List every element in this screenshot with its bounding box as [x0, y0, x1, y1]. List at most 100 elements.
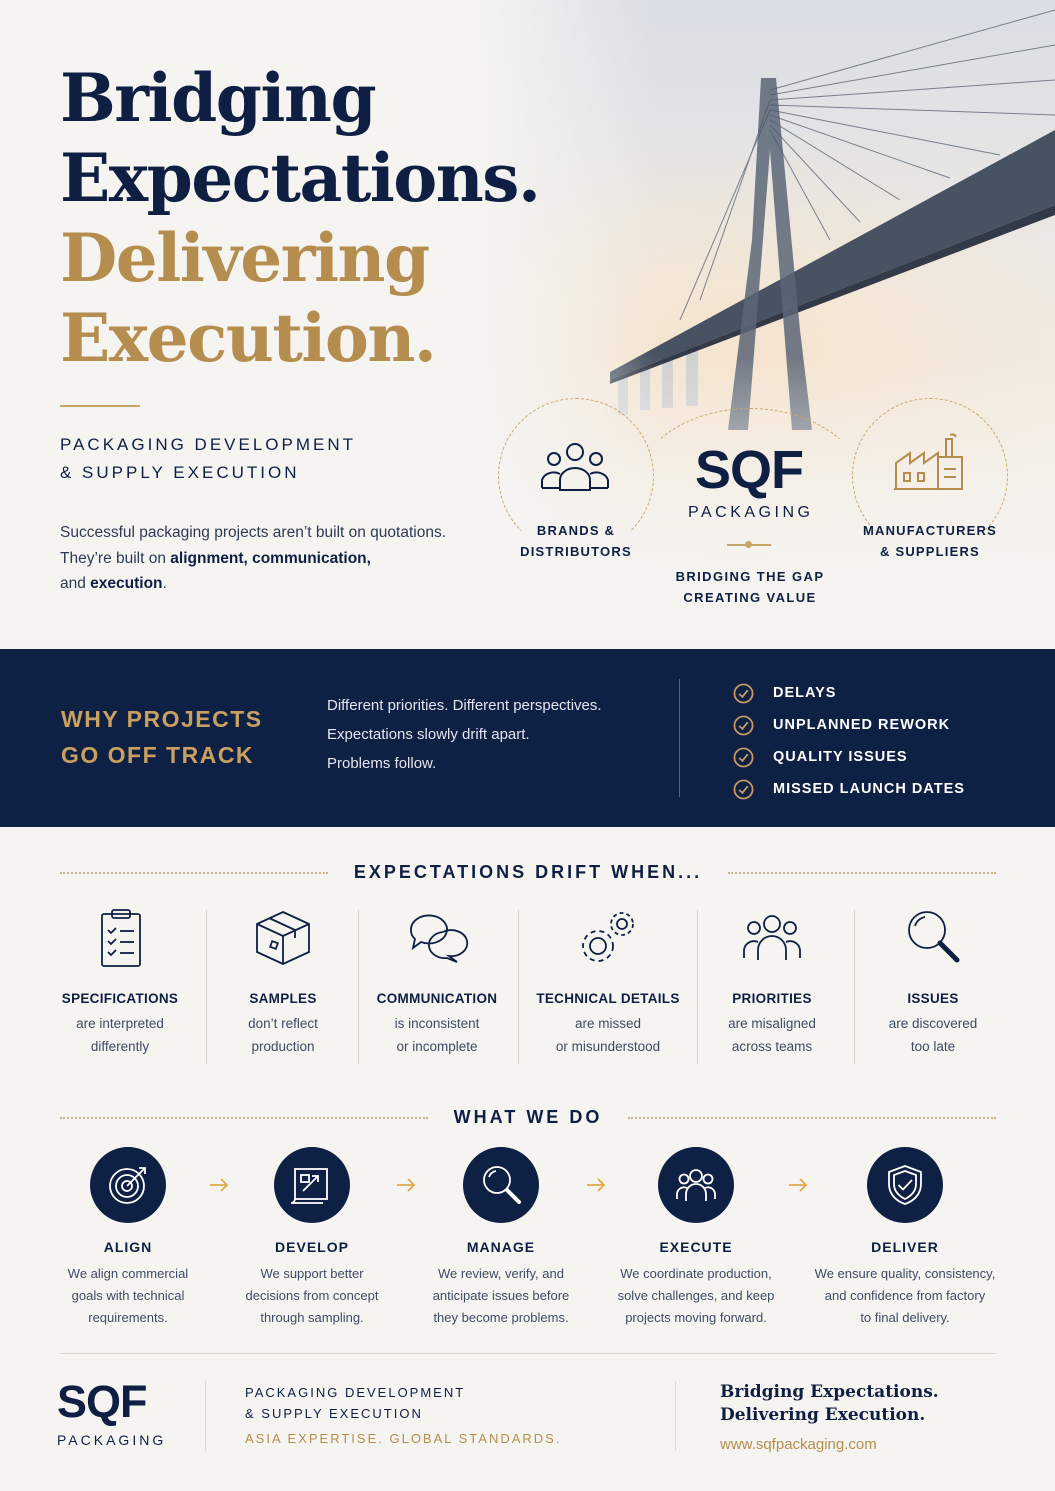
arrow-right-icon [397, 1178, 416, 1192]
bridge-arc [630, 408, 870, 588]
step-desc-line: solve challenges, and keep [617, 1288, 775, 1303]
drift-desc-line: is inconsistent [394, 1016, 480, 1031]
tagline-line-1: BRIDGING THE GAP [675, 569, 825, 584]
list-item: DELAYS [733, 677, 965, 709]
step-desc-line: through sampling. [260, 1310, 364, 1325]
drift-desc-line: are misaligned [728, 1016, 816, 1031]
brands-line-2: DISTRIBUTORS [520, 544, 632, 559]
manufacturers-line-1: MANUFACTURERS [862, 523, 998, 538]
headline: Bridging Expectations. Delivering Execut… [60, 58, 541, 378]
band-text-line-3: Problems follow. [327, 755, 437, 772]
drift-title: ISSUES [907, 991, 959, 1006]
check-circle-icon [733, 715, 754, 735]
consequence-label: UNPLANNED REWORK [773, 717, 951, 733]
section-title: EXPECTATIONS DRIFT WHEN... [353, 862, 703, 882]
band-title-line-2: GO OFF TRACK [61, 742, 255, 768]
drift-desc-line: too late [910, 1039, 956, 1054]
logo-mark: SQF [694, 440, 804, 500]
step-desc-line: they become problems. [433, 1310, 569, 1325]
shield-check-icon [888, 1165, 922, 1205]
intro-bold-1: alignment, communication, [170, 549, 371, 567]
magnifier-icon [483, 1166, 521, 1204]
step-desc-line: requirements. [88, 1310, 168, 1325]
gold-divider [60, 405, 140, 407]
people-icon [743, 915, 801, 960]
drift-desc-line: are discovered [888, 1016, 978, 1031]
step-desc-line: We coordinate production, [620, 1266, 772, 1281]
headline-line-3: Delivering [60, 219, 430, 297]
step-circle [90, 1147, 166, 1223]
dotted-rule [60, 871, 328, 874]
bridge-tagline: BRIDGING THE GAP CREATING VALUE [650, 566, 850, 608]
consequence-label: QUALITY ISSUES [773, 749, 908, 765]
step-desc-line: and confidence from factory [824, 1288, 986, 1303]
step-desc-line: anticipate issues before [432, 1288, 570, 1303]
step-deliver: DELIVER We ensure quality, consistency,a… [806, 1147, 1004, 1329]
consequence-label: MISSED LAUNCH DATES [773, 781, 965, 797]
step-circle [463, 1147, 539, 1223]
drift-desc-line: are interpreted [76, 1016, 164, 1031]
list-item: QUALITY ISSUES [733, 741, 965, 773]
intro-text-3: and [60, 575, 91, 592]
drift-title: PRIORITIES [732, 991, 812, 1006]
step-desc-line: decisions from concept [245, 1288, 379, 1303]
intro-text-1: Successful packaging projects aren’t bui… [60, 524, 447, 541]
step-circle [658, 1147, 734, 1223]
step-desc-line: to final delivery. [860, 1310, 950, 1325]
arrow-right-icon [210, 1178, 229, 1192]
drift-desc-line: differently [90, 1039, 150, 1054]
sqf-logo: SQF PACKAGING [688, 440, 810, 522]
step-desc: We coordinate production, solve challenge… [608, 1263, 784, 1329]
logo-sub: PACKAGING [688, 504, 814, 521]
tagline-line-2: CREATING VALUE [683, 590, 817, 605]
website-link[interactable]: www.sqfpackaging.com [720, 1436, 877, 1453]
footer-logo-mark: SQF [57, 1376, 148, 1427]
consequence-label: DELAYS [773, 685, 837, 701]
step-title: MANAGE [466, 1239, 536, 1255]
section-title: WHAT WE DO [453, 1107, 603, 1127]
chat-bubbles-icon [410, 914, 469, 963]
column-divider [854, 910, 855, 1064]
band-title-line-1: WHY PROJECTS [61, 706, 263, 732]
drift-heading: EXPECTATIONS DRIFT WHEN... [60, 862, 996, 883]
box-icon [256, 911, 310, 965]
manufacturers-suppliers-label: MANUFACTURERS & SUPPLIERS [850, 520, 1010, 562]
column-divider [518, 910, 519, 1064]
arrow-right-icon [587, 1178, 606, 1192]
drift-title: COMMUNICATION [376, 991, 498, 1006]
step-desc-line: goals with technical [71, 1288, 185, 1303]
list-item: MISSED LAUNCH DATES [733, 773, 965, 805]
headline-line-4: Execution. [60, 299, 437, 377]
step-title: EXECUTE [659, 1239, 733, 1255]
step-desc-line: We support better [260, 1266, 364, 1281]
check-circle-icon [733, 779, 754, 799]
target-icon [109, 1167, 146, 1204]
group-people-icon [541, 443, 609, 491]
drift-item-issues: ISSUES are discovered too late [866, 906, 1000, 1066]
band-divider [679, 679, 680, 797]
check-circle-icon [733, 747, 754, 767]
subtitle-line-2: & SUPPLY EXECUTION [60, 463, 300, 482]
hero-section: Bridging Expectations. Delivering Execut… [0, 0, 1055, 649]
drift-desc: are interpreted differently [40, 1012, 200, 1058]
intro-text-4: . [162, 575, 167, 592]
footer-separator [675, 1381, 676, 1451]
footer-slogan-line: Bridging Expectations. [720, 1382, 939, 1402]
footer-divider [60, 1353, 996, 1354]
column-divider [206, 910, 207, 1064]
people-icon [676, 1169, 716, 1201]
blueprint-icon [290, 1168, 328, 1204]
dotted-rule [60, 1116, 428, 1119]
footer-tagline: ASIA EXPERTISE. GLOBAL STANDARDS. [245, 1431, 562, 1446]
step-desc: We support better decisions from concept t… [232, 1263, 392, 1329]
headline-line-2: Expectations. [60, 139, 541, 217]
drift-title: SAMPLES [249, 991, 317, 1006]
step-circle [274, 1147, 350, 1223]
footer-logo-sub: PACKAGING [57, 1432, 167, 1448]
